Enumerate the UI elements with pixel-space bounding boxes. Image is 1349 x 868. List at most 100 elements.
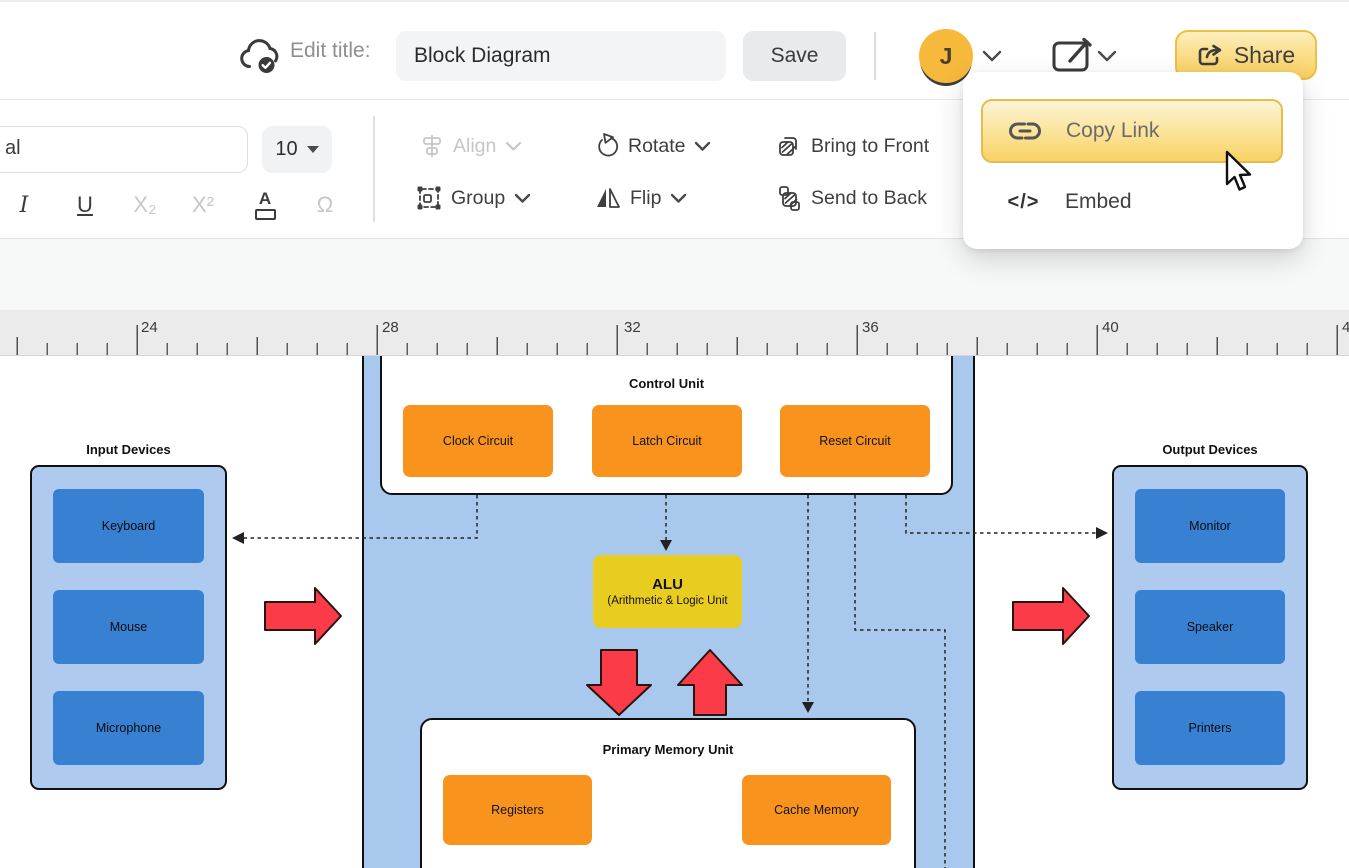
cache-memory-box[interactable]: Cache Memory <box>742 775 891 845</box>
rename-board-icon[interactable] <box>1051 35 1095 77</box>
underline-button[interactable]: U <box>77 192 93 217</box>
font-family-input[interactable]: al <box>0 126 248 173</box>
send-to-back-button[interactable]: Send to Back <box>775 174 927 222</box>
save-button[interactable]: Save <box>743 31 846 81</box>
reset-circuit-box[interactable]: Reset Circuit <box>780 405 930 477</box>
font-family-value: al <box>5 137 21 159</box>
align-icon <box>423 134 441 158</box>
red-arrows <box>264 587 1090 716</box>
special-character-button[interactable]: Ω <box>316 192 334 217</box>
control-unit-box[interactable]: Control Unit Clock Circuit Latch Circuit… <box>380 356 953 495</box>
align-label: Align <box>453 134 497 157</box>
connector-layer <box>232 495 1108 868</box>
subscript-button[interactable]: X₂ <box>133 192 157 217</box>
align-button[interactable]: Align <box>420 122 522 170</box>
monitor-box[interactable]: Monitor <box>1135 489 1285 563</box>
bring-to-front-icon <box>779 136 797 156</box>
rotate-button[interactable]: Rotate <box>595 122 711 170</box>
control-unit-title: Control Unit <box>628 376 705 391</box>
toolbar-divider <box>373 116 375 222</box>
flip-icon <box>597 188 620 208</box>
share-label: Share <box>1233 41 1296 68</box>
share-dropdown-menu: Copy Link </> Embed <box>963 72 1303 249</box>
red-arrow-input-to-cpu[interactable] <box>264 587 342 645</box>
embed-menu-item[interactable]: </> Embed <box>981 175 1283 229</box>
edit-title-label: Edit title: <box>290 38 371 62</box>
font-color-bar <box>254 209 276 220</box>
font-size-caret-icon <box>306 146 319 153</box>
share-button[interactable]: Share <box>1175 30 1317 80</box>
rotate-icon <box>598 133 619 157</box>
primary-memory-title: Primary Memory Unit <box>602 742 734 757</box>
arrowhead-left <box>232 532 244 544</box>
mouse-cursor <box>1225 150 1252 191</box>
group-button[interactable]: Group <box>416 174 531 222</box>
arrowhead-right <box>1096 527 1108 539</box>
arrowhead-memory <box>802 702 814 713</box>
send-to-back-label: Send to Back <box>811 186 927 209</box>
avatar-chevron-down-icon[interactable] <box>982 50 1002 63</box>
ruler-mark: 36 <box>862 319 879 336</box>
input-devices-panel[interactable]: Keyboard Mouse Microphone <box>30 465 227 790</box>
window-top-border <box>0 0 1349 2</box>
registers-box[interactable]: Registers <box>443 775 592 845</box>
output-devices-panel[interactable]: Monitor Speaker Printers <box>1112 465 1308 790</box>
red-arrow-down[interactable] <box>586 649 652 716</box>
group-icon <box>417 186 441 210</box>
flip-chevron-icon <box>671 193 687 203</box>
output-devices-title: Output Devices <box>1162 442 1258 457</box>
diagram-canvas[interactable]: Control Unit Clock Circuit Latch Circuit… <box>0 356 1349 868</box>
font-color-button[interactable]: A <box>245 184 285 226</box>
flip-button[interactable]: Flip <box>595 174 687 222</box>
group-label: Group <box>451 186 506 209</box>
cloud-saved-icon <box>240 39 279 73</box>
alu-title: ALU <box>652 576 683 593</box>
mouse-box[interactable]: Mouse <box>53 590 204 664</box>
bring-to-front-label: Bring to Front <box>811 134 930 157</box>
title-input[interactable] <box>396 31 726 81</box>
bring-to-front-button[interactable]: Bring to Front <box>775 122 929 170</box>
topbar-divider <box>874 32 876 80</box>
link-icon <box>1009 122 1041 140</box>
keyboard-box[interactable]: Keyboard <box>53 489 204 563</box>
avatar[interactable]: J <box>919 29 973 83</box>
printers-box[interactable]: Printers <box>1135 691 1285 765</box>
connector-to-input <box>244 495 478 539</box>
font-size-select[interactable]: 10 <box>262 126 332 173</box>
connector-to-output <box>905 495 1096 534</box>
microphone-box[interactable]: Microphone <box>53 691 204 765</box>
speaker-box[interactable]: Speaker <box>1135 590 1285 664</box>
workspace-margin <box>0 239 1349 310</box>
send-to-back-icon <box>779 185 800 211</box>
ruler-mark: 28 <box>382 319 399 336</box>
red-arrow-cpu-to-output[interactable] <box>1012 587 1090 645</box>
group-chevron-icon <box>515 193 531 203</box>
input-devices-title: Input Devices <box>86 442 171 457</box>
flip-label: Flip <box>630 186 662 209</box>
embed-label: Embed <box>1065 190 1132 213</box>
arrowhead-alu <box>660 540 672 551</box>
alu-box[interactable]: ALU (Arithmetic & Logic Unit <box>593 555 742 628</box>
dashed-connectors <box>244 495 1096 868</box>
latch-circuit-box[interactable]: Latch Circuit <box>592 405 742 477</box>
connector-arrowheads <box>232 527 1108 713</box>
alu-subtitle: (Arithmetic & Logic Unit <box>607 595 728 607</box>
italic-button[interactable]: I <box>19 192 29 218</box>
ruler-mark: 24 <box>141 319 158 336</box>
red-arrow-up[interactable] <box>677 649 743 716</box>
share-icon <box>1198 44 1222 65</box>
primary-memory-box[interactable]: Primary Memory Unit Registers Cache Memo… <box>420 718 916 868</box>
mode-chevron-down-icon[interactable] <box>1097 50 1117 63</box>
copy-link-menu-item[interactable]: Copy Link <box>981 99 1283 163</box>
rotate-chevron-icon <box>695 141 711 151</box>
ruler-mark: 40 <box>1102 319 1119 336</box>
connector-right-path <box>854 495 946 868</box>
ruler-mark: 32 <box>624 319 641 336</box>
font-size-value: 10 <box>275 138 298 160</box>
copy-link-label: Copy Link <box>1066 119 1160 142</box>
rotate-label: Rotate <box>628 134 686 157</box>
superscript-button[interactable]: X² <box>192 192 214 217</box>
clock-circuit-box[interactable]: Clock Circuit <box>403 405 553 477</box>
